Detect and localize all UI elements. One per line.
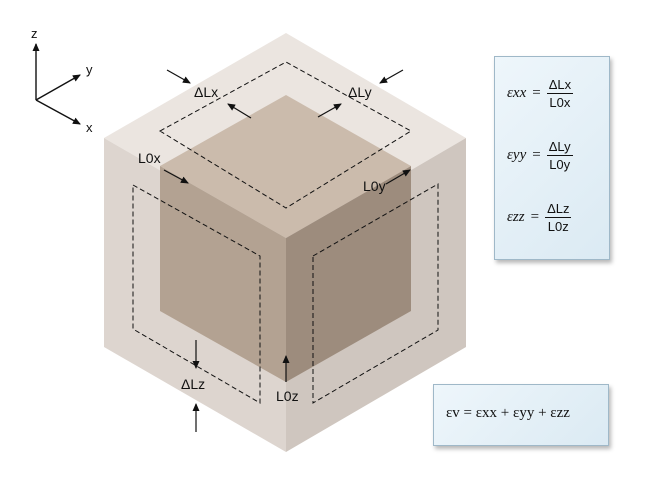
dimension-arrows xyxy=(163,69,411,432)
fraction-numerator: ΔLz xyxy=(545,201,572,218)
strain-equation-xx: εxx = ΔLx L0x xyxy=(507,77,574,110)
arrow-delta-ly-inner xyxy=(317,103,342,118)
label-delta-lz: ΔLz xyxy=(181,376,205,392)
label-delta-ly: ΔLy xyxy=(348,84,372,100)
inner-cube-right-face xyxy=(286,166,411,382)
arrow-delta-lx-outer xyxy=(166,69,191,84)
axis-triad: z y x xyxy=(31,26,93,135)
label-delta-lx: ΔLx xyxy=(194,84,218,100)
strain-fraction: ΔLz L0z xyxy=(545,201,572,234)
strain-equation-yy: εyy = ΔLy L0y xyxy=(507,139,573,172)
fraction-denominator: L0x xyxy=(549,95,571,110)
equals-sign: = xyxy=(532,85,541,101)
inner-cube-top-face xyxy=(160,95,411,238)
fraction-denominator: L0z xyxy=(547,219,569,234)
inner-cube-left-face xyxy=(160,166,286,382)
strain-equation-lhs: εzz xyxy=(507,209,525,225)
fraction-numerator: ΔLy xyxy=(546,139,573,156)
fraction-numerator: ΔLx xyxy=(546,77,574,94)
dashed-outline-left xyxy=(132,184,261,404)
arrow-l0x xyxy=(163,169,189,184)
strain-equation-zz: εzz = ΔLz L0z xyxy=(507,201,572,234)
equals-sign: = xyxy=(532,147,541,163)
arrow-l0y xyxy=(385,169,411,185)
inner-cube xyxy=(160,95,411,382)
label-l0y: L0y xyxy=(363,178,386,194)
dashed-outline-right xyxy=(312,183,439,404)
equals-sign: = xyxy=(530,209,540,225)
label-l0x: L0x xyxy=(138,150,161,166)
volumetric-strain-equation: εv = εxx + εyy + εzz xyxy=(446,405,570,421)
arrow-delta-lx-inner xyxy=(227,103,252,119)
strain-equations-box: εxx = ΔLx L0x εyy = ΔLy L0y εzz = ΔLz L0… xyxy=(494,56,610,260)
strain-fraction: ΔLx L0x xyxy=(546,77,574,110)
strain-fraction: ΔLy L0y xyxy=(546,139,573,172)
axis-y-label: y xyxy=(86,62,93,77)
dashed-outlines xyxy=(132,61,439,404)
strain-equation-lhs: εyy xyxy=(507,147,527,163)
axis-x-label: x xyxy=(86,120,93,135)
fraction-denominator: L0y xyxy=(549,157,571,172)
dimension-labels: ΔLx ΔLy L0x L0y ΔLz L0z xyxy=(138,84,386,404)
dashed-outline-top xyxy=(159,61,412,209)
label-l0z: L0z xyxy=(276,388,299,404)
strain-equation-lhs: εxx xyxy=(507,85,527,101)
volumetric-strain-box: εv = εxx + εyy + εzz xyxy=(433,384,609,446)
axis-z-label: z xyxy=(31,26,38,41)
arrow-delta-ly-outer xyxy=(379,69,404,84)
